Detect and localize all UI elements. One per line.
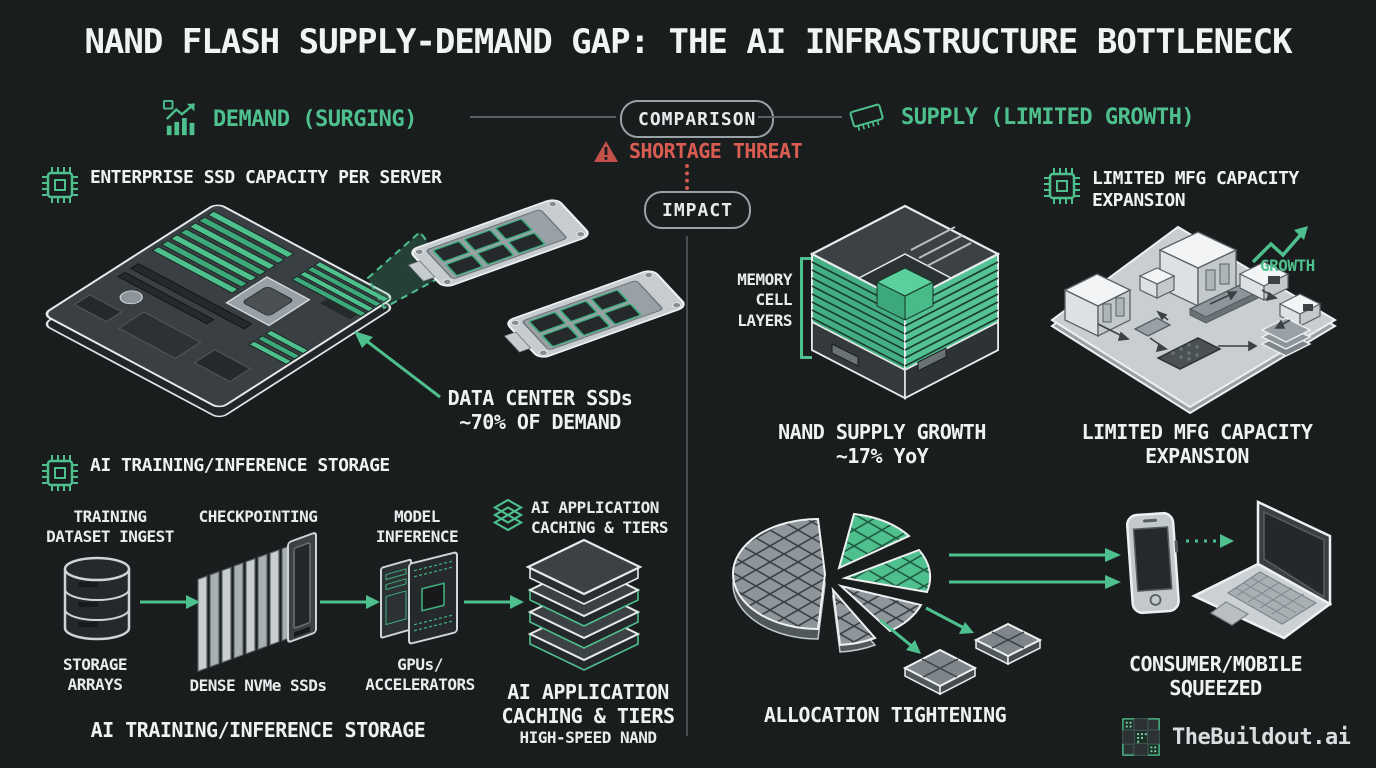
flow-label-inference: MODEL INFERENCE xyxy=(375,507,459,547)
demand-section-header: DEMAND (SURGING) xyxy=(163,100,417,138)
enterprise-heading: ENTERPRISE SSD CAPACITY PER SERVER xyxy=(90,167,442,188)
callout-arrow xyxy=(354,331,441,399)
dimm-bank-1 xyxy=(151,210,295,294)
allocation-tile-1 xyxy=(902,648,978,696)
growth-arrow xyxy=(1251,226,1308,264)
flow-label-caching-row: AI APPLICATION CACHING & TIERS xyxy=(492,498,669,539)
shortage-label: SHORTAGE THREAT xyxy=(629,139,803,163)
page-title: NAND FLASH SUPPLY-DEMAND GAP: THE AI INF… xyxy=(84,22,1292,62)
nand-cube-illustration xyxy=(809,204,1001,400)
dimm-bank-2 xyxy=(248,261,390,365)
nand-growth-caption: NAND SUPPLY GROWTH ~17% YoY xyxy=(778,420,986,468)
demand-label: DEMAND (SURGING) xyxy=(213,106,417,132)
allocation-caption: ALLOCATION TIGHTENING xyxy=(763,703,1007,727)
shortage-connector xyxy=(685,164,689,190)
cpu-chip-icon xyxy=(42,167,78,203)
handoff-arrow xyxy=(1186,534,1234,548)
layers-bracket xyxy=(800,257,812,359)
pie-slice-gray-small xyxy=(837,584,923,633)
flow-sub-caching: AI APPLICATION CACHING & TIERS HIGH-SPEE… xyxy=(498,680,678,748)
consumer-caption: CONSUMER/MOBILE SQUEEZED xyxy=(1128,652,1303,700)
flow-arrow-3 xyxy=(464,595,524,609)
memory-layers-label: MEMORY CELL LAYERS xyxy=(737,270,792,330)
nvme-stack-illustration xyxy=(197,532,317,673)
fab-machine-1 xyxy=(1238,261,1290,301)
flow-label-caching: AI APPLICATION CACHING & TIERS xyxy=(531,498,669,538)
squeeze-arrows xyxy=(949,548,1121,589)
cpu-chip-icon xyxy=(1044,168,1080,204)
flow-label-ingest: TRAINING DATASET INGEST xyxy=(46,507,174,547)
cpu-chip-icon xyxy=(42,455,78,491)
brand-name: TheBuildout.ai xyxy=(1172,724,1351,750)
fab-machine-2 xyxy=(1278,293,1322,327)
connector-line-left xyxy=(470,116,616,118)
reallocation-arrows xyxy=(879,606,974,654)
warning-triangle-icon xyxy=(594,140,618,162)
shortage-threat: SHORTAGE THREAT xyxy=(593,139,803,163)
pie-slice-green-1 xyxy=(837,512,911,570)
flow-sub-storage: STORAGE ARRAYS xyxy=(63,655,127,695)
flow-label-checkpointing: CHECKPOINTING xyxy=(198,507,318,526)
connector-line-right xyxy=(758,116,842,118)
mfg-heading-row: LIMITED MFG CAPACITY EXPANSION xyxy=(1044,168,1364,211)
allocation-tile-2 xyxy=(973,622,1043,666)
flow-sub-gpu: GPUs/ ACCELERATORS xyxy=(365,655,475,695)
comparison-badge: COMPARISON xyxy=(620,100,775,138)
flow-sub-caching-sub: HIGH-SPEED NAND xyxy=(519,728,658,747)
supply-label: SUPPLY (LIMITED GROWTH) xyxy=(901,104,1195,130)
ai-storage-caption: AI TRAINING/INFERENCE STORAGE xyxy=(90,718,426,742)
pie-slice-green-2 xyxy=(841,548,932,594)
mfg-heading: LIMITED MFG CAPACITY EXPANSION xyxy=(1092,168,1299,211)
flow-sub-caching-main: AI APPLICATION CACHING & TIERS xyxy=(501,680,675,728)
factory-illustration xyxy=(1050,225,1337,415)
cache-tiers-illustration xyxy=(525,538,643,671)
mfg-caption: LIMITED MFG CAPACITY EXPANSION xyxy=(1081,420,1313,468)
bar-chart-growth-icon xyxy=(163,100,196,136)
enterprise-heading-row: ENTERPRISE SSD CAPACITY PER SERVER xyxy=(42,167,502,203)
die-grid-icon xyxy=(1122,718,1160,756)
memory-chip-icon xyxy=(849,103,884,131)
laptop-illustration xyxy=(1191,500,1333,640)
pie-slice-gray-bottom xyxy=(831,586,877,647)
ai-heading: AI TRAINING/INFERENCE STORAGE xyxy=(90,455,390,476)
allocation-pie-illustration xyxy=(732,512,1043,696)
flow-arrow-1 xyxy=(140,595,200,609)
supply-section-header: SUPPLY (LIMITED GROWTH) xyxy=(845,100,1195,134)
server-ssd-illustration xyxy=(45,199,685,418)
process-arrows xyxy=(1097,289,1291,353)
ssd-illustration-2 xyxy=(503,270,685,358)
gpu-illustration xyxy=(380,551,458,645)
brand-row: TheBuildout.ai xyxy=(1122,718,1351,756)
ai-heading-row: AI TRAINING/INFERENCE STORAGE xyxy=(42,455,502,491)
pin-grid-pad xyxy=(1156,337,1222,370)
layers-icon xyxy=(492,498,524,532)
phone-illustration xyxy=(1125,511,1180,615)
flow-sub-nvme: DENSE NVMe SSDs xyxy=(189,676,328,695)
center-divider xyxy=(686,236,688,736)
motherboard-illustration xyxy=(45,204,392,408)
storage-db-icon xyxy=(63,556,131,641)
ssd-illustration-1 xyxy=(407,199,589,287)
flow-arrow-2 xyxy=(320,595,380,609)
impact-badge: IMPACT xyxy=(644,191,752,229)
cpu-socket xyxy=(225,276,311,327)
growth-label: GROWTH xyxy=(1260,256,1315,275)
ssd-callout: DATA CENTER SSDs ~70% OF DEMAND xyxy=(447,386,633,434)
pie-slice-gray-large xyxy=(732,517,827,631)
fab-building-1 xyxy=(1063,273,1132,338)
